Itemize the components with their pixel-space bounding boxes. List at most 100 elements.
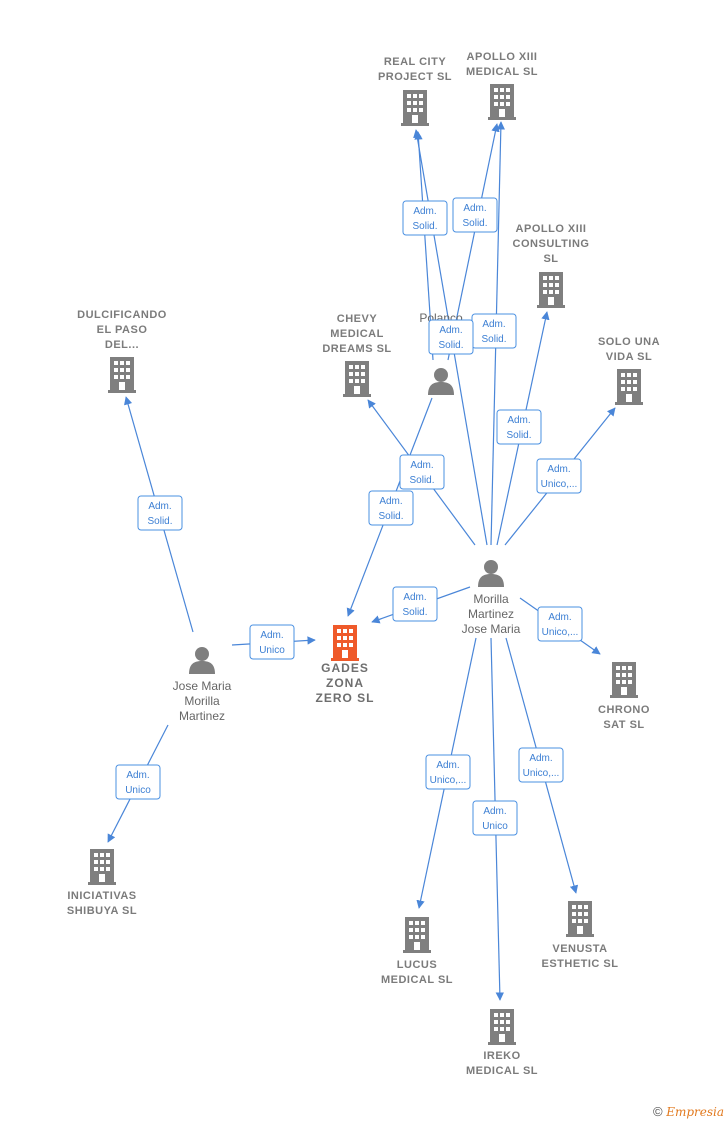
building-icon — [401, 90, 429, 126]
node-iniciativas[interactable]: INICIATIVAS SHIBUYA SL — [67, 849, 137, 917]
person-icon — [478, 560, 504, 587]
edge-label-line: Solid. — [481, 334, 506, 345]
node-label-line: MEDICAL SL — [381, 974, 453, 986]
node-label-line: ZONA — [326, 676, 364, 690]
building-icon — [537, 272, 565, 308]
edge-label-morilla-to-chrono[interactable]: Adm.Unico,... — [537, 606, 583, 642]
edge-label-line: Solid. — [409, 475, 434, 486]
node-label-line: DREAMS SL — [322, 343, 391, 355]
edge-label-morilla-to-lucus[interactable]: Adm. Unico,... — [425, 754, 471, 790]
edge-label-line: Adm. — [410, 460, 433, 471]
node-label-line: Martinez — [468, 607, 514, 621]
edge-label-line: Adm. — [436, 760, 459, 771]
node-label-line: REAL CITY — [384, 56, 447, 68]
node-solo-una[interactable]: SOLO UNA VIDA SL — [598, 336, 660, 405]
edge-label-morilla-to-ireko[interactable]: Adm. Unico — [472, 800, 518, 836]
node-label-line: MEDICAL SL — [466, 66, 538, 78]
node-label-line: ZERO SL — [315, 691, 374, 705]
node-label-line: SHIBUYA SL — [67, 905, 137, 917]
edge-label-line: Adm. — [260, 630, 283, 641]
node-label-line: SAT SL — [603, 719, 644, 731]
building-icon — [331, 625, 359, 661]
edge-label-line: Adm. — [439, 325, 462, 336]
node-label-line: SOLO UNA — [598, 336, 660, 348]
edge-label-jose_maria-to-dulcificando[interactable]: Adm.Solid. — [137, 495, 183, 531]
building-icon — [108, 357, 136, 393]
node-label-line: Martinez — [179, 709, 225, 723]
node-venusta[interactable]: VENUSTA ESTHETIC SL — [541, 901, 618, 970]
edge-label-morilla-to-solo_una[interactable]: Adm. Unico,... — [536, 458, 582, 494]
edge-label-line: Unico,... — [523, 768, 560, 779]
node-label-line: CHRONO — [598, 704, 650, 716]
edge-label-morilla-to-venusta[interactable]: Adm. Unico,... — [518, 747, 564, 783]
edge-label-jose_maria-to-iniciativas[interactable]: Adm.Unico — [115, 764, 161, 800]
building-icon — [343, 361, 371, 397]
edge-label-line: Solid. — [378, 511, 403, 522]
edge-label-morilla-to-chevy[interactable]: Adm. Solid. — [399, 454, 445, 490]
edge-label-line: Solid. — [147, 516, 172, 527]
edge-label-line: Adm. — [529, 753, 552, 764]
node-label-line: APOLLO XIII — [467, 51, 538, 63]
edge-label-polanco-to-gades[interactable]: Adm. Solid. — [368, 490, 414, 526]
node-label-line: MEDICAL — [330, 328, 384, 340]
node-chrono[interactable]: CHRONO SAT SL — [598, 662, 650, 731]
node-label-line: CONSULTING — [513, 238, 590, 250]
node-label-line: IREKO — [483, 1050, 520, 1062]
building-icon — [566, 901, 594, 937]
edge-label-morilla-to-gades[interactable]: Adm. Solid. — [392, 586, 438, 622]
edge-label-line: Solid. — [412, 221, 437, 232]
edge-label-line: Adm. — [379, 496, 402, 507]
node-ireko[interactable]: IREKO MEDICAL SL — [466, 1009, 538, 1077]
edge-label-line: Adm. — [413, 206, 436, 217]
brand-logo: Empresia — [666, 1105, 724, 1119]
node-label-line: APOLLO XIII — [516, 223, 587, 235]
building-icon — [488, 84, 516, 120]
edge-label-line: Adm. — [483, 806, 506, 817]
copyright-icon: © — [652, 1104, 663, 1119]
edge-label-jose_maria-to-gades[interactable]: Adm.Unico — [249, 624, 295, 660]
node-label-line: Jose Maria — [462, 622, 521, 636]
node-apollo-medical[interactable]: APOLLO XIII MEDICAL SL — [466, 51, 538, 120]
edge-label-morilla-to-apollo_medical[interactable]: Adm. Solid. — [471, 313, 517, 349]
edge-label-line: Adm. — [403, 592, 426, 603]
node-lucus[interactable]: LUCUS MEDICAL SL — [381, 917, 453, 986]
node-label-line: LUCUS — [397, 959, 437, 971]
node-label-line: Jose Maria — [173, 679, 232, 693]
node-label-line: SL — [543, 253, 558, 265]
node-label-line: GADES — [321, 661, 369, 675]
edge-label-line: Unico,... — [541, 479, 578, 490]
edge-label-line: Adm. — [547, 464, 570, 475]
node-label-line: VIDA SL — [606, 351, 653, 363]
node-label-line: EL PASO — [97, 324, 148, 336]
building-icon — [615, 369, 643, 405]
edge-label-line: Unico,... — [430, 775, 467, 786]
person-icon — [428, 368, 454, 395]
node-label-line: VENUSTA — [552, 943, 607, 955]
edge-label-line: Solid. — [462, 218, 487, 229]
edge-label-line: Unico — [482, 821, 508, 832]
node-label-line: MEDICAL SL — [466, 1065, 538, 1077]
node-label-line: ESTHETIC SL — [541, 958, 618, 970]
building-icon — [88, 849, 116, 885]
edge-label-line: Adm. — [463, 203, 486, 214]
edge-label-polanco-to-real_city[interactable]: Adm. Solid. — [428, 319, 474, 355]
edge-label-line: Unico — [125, 785, 151, 796]
edge-label-polanco-to-apollo_medical[interactable]: Adm. Solid. — [452, 197, 498, 233]
edge-label-line: Adm. — [482, 319, 505, 330]
edge-label-morilla-to-apollo_consulting[interactable]: Adm.Solid. — [496, 409, 542, 445]
edge-label-line: Adm. — [548, 612, 571, 623]
building-icon — [610, 662, 638, 698]
edge-label-line: Solid. — [438, 340, 463, 351]
edge-label-line: Solid. — [402, 607, 427, 618]
node-apollo-consulting[interactable]: APOLLO XIII CONSULTING SL — [513, 223, 590, 308]
node-label-line: INICIATIVAS — [67, 890, 136, 902]
node-label-line: DEL... — [105, 339, 139, 351]
person-icon — [189, 647, 215, 674]
edge-label-morilla-to-real_city[interactable]: Adm. Solid. — [402, 200, 448, 236]
